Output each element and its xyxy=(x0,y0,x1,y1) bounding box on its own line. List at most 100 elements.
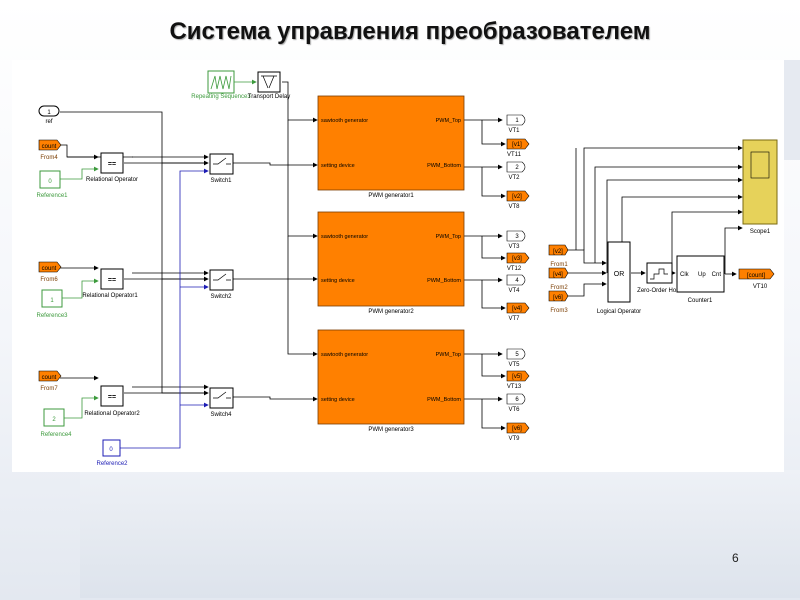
output-name: VT1 xyxy=(508,128,520,134)
ref-label: ref xyxy=(45,119,52,125)
reference-block-1[interactable]: 0 Reference1 xyxy=(36,170,68,199)
switch-block-3[interactable]: Switch4 xyxy=(209,387,234,418)
reference-name: Reference4 xyxy=(40,432,72,438)
scope-name: Scope1 xyxy=(750,229,771,235)
reference-block-3[interactable]: 2 Reference4 xyxy=(40,408,72,438)
output-name: VT8 xyxy=(508,204,520,210)
pwm-in1: sawtooth generator xyxy=(321,352,368,358)
relop-name: Relational Operator xyxy=(86,177,138,183)
output-name: VT3 xyxy=(508,244,520,250)
from-tag: count xyxy=(42,375,57,381)
pwm-generator-3[interactable]: sawtooth generator setting device PWM_To… xyxy=(317,329,465,433)
reference-name: Reference1 xyxy=(36,193,68,199)
output-value: 3 xyxy=(515,234,519,240)
pwm-out1: PWM_Top xyxy=(436,118,461,124)
reference-value: 2 xyxy=(52,417,56,423)
pwm-name: PWM generator3 xyxy=(368,427,414,433)
counter-cnt: Cnt xyxy=(712,272,722,278)
background-band xyxy=(80,470,800,598)
logical-operator-block[interactable]: OR Logical Operator xyxy=(597,241,641,315)
reference-block-2[interactable]: 1 Reference3 xyxy=(36,289,68,319)
scope-block[interactable]: Scope1 xyxy=(742,139,778,235)
logic-from-2[interactable]: [v4] From2 xyxy=(548,267,569,291)
transport-delay-block[interactable]: Transport Delay xyxy=(248,71,290,100)
output-value: [v4] xyxy=(512,306,522,312)
from-name: From6 xyxy=(40,277,58,283)
simulink-diagram: Repeating Sequence3 Transport Delay 1 re… xyxy=(36,70,778,467)
goto-name: VT10 xyxy=(753,284,768,290)
zoh-label: Zero-Order Hold xyxy=(637,288,681,294)
background-stripe xyxy=(780,60,800,160)
goto-block[interactable]: [v5] VT13 xyxy=(506,370,530,390)
goto-block[interactable]: [v6]VT9 xyxy=(506,422,530,442)
from-name: From7 xyxy=(40,386,58,392)
output-value: 2 xyxy=(515,165,519,171)
output-value: [v1] xyxy=(512,142,522,148)
slide-title: Система управления преобразователем xyxy=(169,18,651,45)
output-value: 1 xyxy=(515,118,519,124)
logic-from-tag: [v6] xyxy=(553,295,563,301)
logic-from-name: From2 xyxy=(550,285,568,291)
from-block-2[interactable]: count From6 xyxy=(38,261,62,283)
reference-lines xyxy=(60,79,257,419)
ref-value: 1 xyxy=(47,110,51,116)
control-lines xyxy=(120,168,209,449)
goto-block[interactable]: [v3]VT12 xyxy=(506,252,530,272)
output-name: VT11 xyxy=(507,152,522,158)
counter-block[interactable]: Clk Up Cnt Counter1 xyxy=(676,255,725,304)
ref-inport[interactable]: 1 ref xyxy=(38,105,60,125)
logic-from-name: From1 xyxy=(550,262,568,268)
from-block-3[interactable]: count From7 xyxy=(38,370,62,392)
relational-operator-3[interactable]: == Relational Operator2 xyxy=(84,385,140,417)
output-name: VT7 xyxy=(508,316,520,322)
from-tag: count xyxy=(42,266,57,272)
logic-from-1[interactable]: [v2] From1 xyxy=(548,244,569,268)
from-block-1[interactable]: count From4 xyxy=(38,139,62,161)
reference-value: 1 xyxy=(50,298,54,304)
from-name: From4 xyxy=(40,155,58,161)
reference-value: 0 xyxy=(48,179,52,185)
output-value: 5 xyxy=(515,352,519,358)
output-value: [v2] xyxy=(512,194,522,200)
switch-name: Switch1 xyxy=(210,178,232,184)
relational-operator-1[interactable]: == Relational Operator xyxy=(86,152,138,183)
repeating-sequence-block[interactable]: Repeating Sequence3 xyxy=(191,70,251,100)
relational-operator-2[interactable]: == Relational Operator1 xyxy=(82,268,138,299)
goto-block[interactable]: [v2] VT8 xyxy=(506,190,530,210)
switch-block-1[interactable]: Switch1 xyxy=(209,153,234,184)
pwm-in2: setting device xyxy=(321,278,355,284)
reference2-name: Reference2 xyxy=(96,461,128,467)
logic-from-3[interactable]: [v6] From3 xyxy=(548,290,569,314)
repeating-label: Repeating Sequence3 xyxy=(191,94,251,100)
output-value: [v5] xyxy=(512,374,522,380)
output-name: VT2 xyxy=(508,175,520,181)
switch-block-2[interactable]: Switch2 xyxy=(209,269,234,300)
output-value: [v6] xyxy=(512,426,522,432)
goto-block[interactable]: [v1] VT11 xyxy=(506,138,530,158)
zero-order-hold-block[interactable]: Zero-Order Hold xyxy=(637,262,681,294)
pwm-in2: setting device xyxy=(321,163,355,169)
output-name: VT13 xyxy=(507,384,522,390)
model-canvas[interactable]: Repeating Sequence3 Transport Delay 1 re… xyxy=(12,60,784,472)
pwm-generator-2[interactable]: sawtooth generator setting device PWM_To… xyxy=(317,211,465,315)
output-value: [v3] xyxy=(512,256,522,262)
logic-from-tag: [v2] xyxy=(553,249,563,255)
goto-block[interactable]: [v4] VT7 xyxy=(506,302,530,322)
pwm-generator-1[interactable]: sawtooth generator setting device PWM_To… xyxy=(317,95,465,199)
pwm-out2: PWM_Bottom xyxy=(427,397,461,403)
pwm-out1: PWM_Top xyxy=(436,234,461,240)
reference2-block[interactable]: 0 Reference2 xyxy=(96,439,128,467)
logic-from-name: From3 xyxy=(550,308,568,314)
count-goto-block[interactable]: [count] VT10 xyxy=(738,268,775,290)
pwm-in1: sawtooth generator xyxy=(321,234,368,240)
pwm-in2: setting device xyxy=(321,397,355,403)
page-number: 6 xyxy=(732,551,739,565)
pwm-out2: PWM_Bottom xyxy=(427,163,461,169)
logic-op-name: Logical Operator xyxy=(597,309,641,315)
